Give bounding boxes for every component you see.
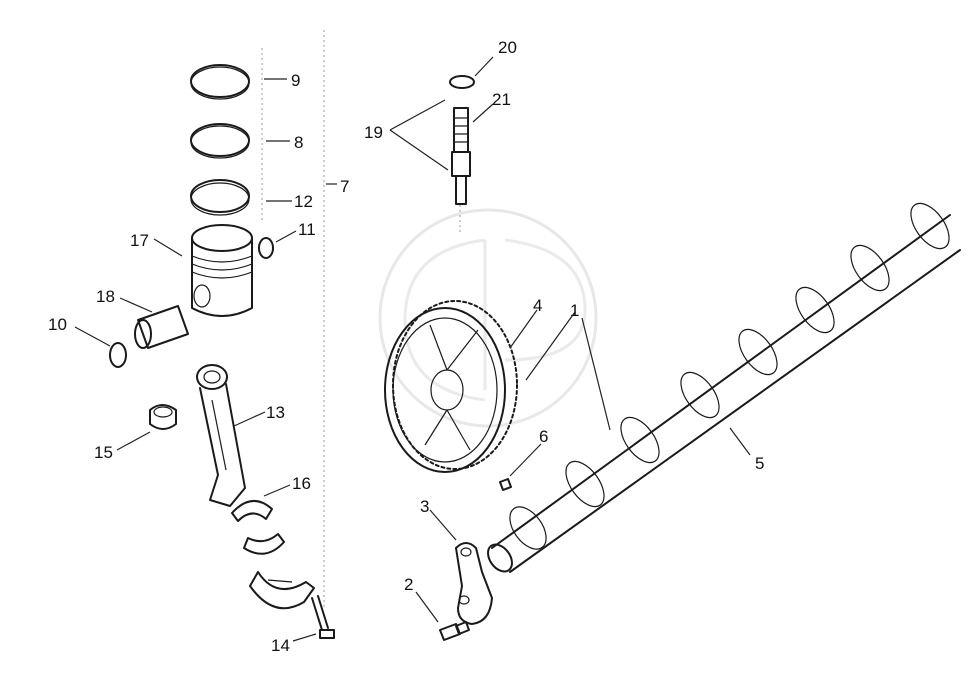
watermark-logo <box>378 208 598 428</box>
callout-2: 2 <box>404 575 413 594</box>
bearing-shell-upper <box>231 500 273 522</box>
callout-18: 18 <box>96 287 115 306</box>
callout-19: 19 <box>364 123 383 142</box>
callout-13: 13 <box>266 403 285 422</box>
piston <box>191 224 253 317</box>
callout-14: 14 <box>271 636 290 655</box>
piston-ring-12 <box>190 179 250 216</box>
rod-cap <box>249 571 315 610</box>
small-end-bushing <box>149 404 177 430</box>
callout-16: 16 <box>292 474 311 493</box>
callout-21: 21 <box>492 90 511 109</box>
callout-17: 17 <box>130 231 149 250</box>
callout-4: 4 <box>533 296 542 315</box>
piston-ring-9 <box>190 64 250 100</box>
callout-20: 20 <box>498 38 517 57</box>
connecting-rod <box>196 364 246 507</box>
callout-11: 11 <box>298 220 316 239</box>
callout-5: 5 <box>755 454 764 473</box>
woodruff-key <box>499 478 512 491</box>
callout-15: 15 <box>94 443 113 462</box>
callout-8: 8 <box>294 133 303 152</box>
leader-lines <box>74 56 751 642</box>
snap-ring-10 <box>109 342 127 368</box>
camshaft <box>487 202 961 573</box>
piston-pin <box>134 305 189 349</box>
callout-3: 3 <box>420 497 429 516</box>
callout-7: 7 <box>340 177 349 196</box>
callout-10: 10 <box>48 315 67 334</box>
injector-seal-ring <box>449 75 475 89</box>
thrust-plate-bolt <box>439 621 470 641</box>
callout-labels: 1 2 3 4 5 6 7 8 9 10 11 12 13 14 15 16 1… <box>48 38 764 655</box>
assembly-axes <box>261 30 461 610</box>
callout-9: 9 <box>291 71 300 90</box>
bearing-shell-lower <box>243 533 285 555</box>
callout-6: 6 <box>539 427 548 446</box>
snap-ring-11 <box>258 237 274 259</box>
piston-ring-8 <box>190 123 250 159</box>
rod-bolt <box>311 595 335 639</box>
callout-1: 1 <box>570 301 579 320</box>
camshaft-gear <box>384 300 518 473</box>
callout-12: 12 <box>294 192 313 211</box>
fuel-injector <box>451 107 471 205</box>
thrust-plate <box>455 542 493 625</box>
